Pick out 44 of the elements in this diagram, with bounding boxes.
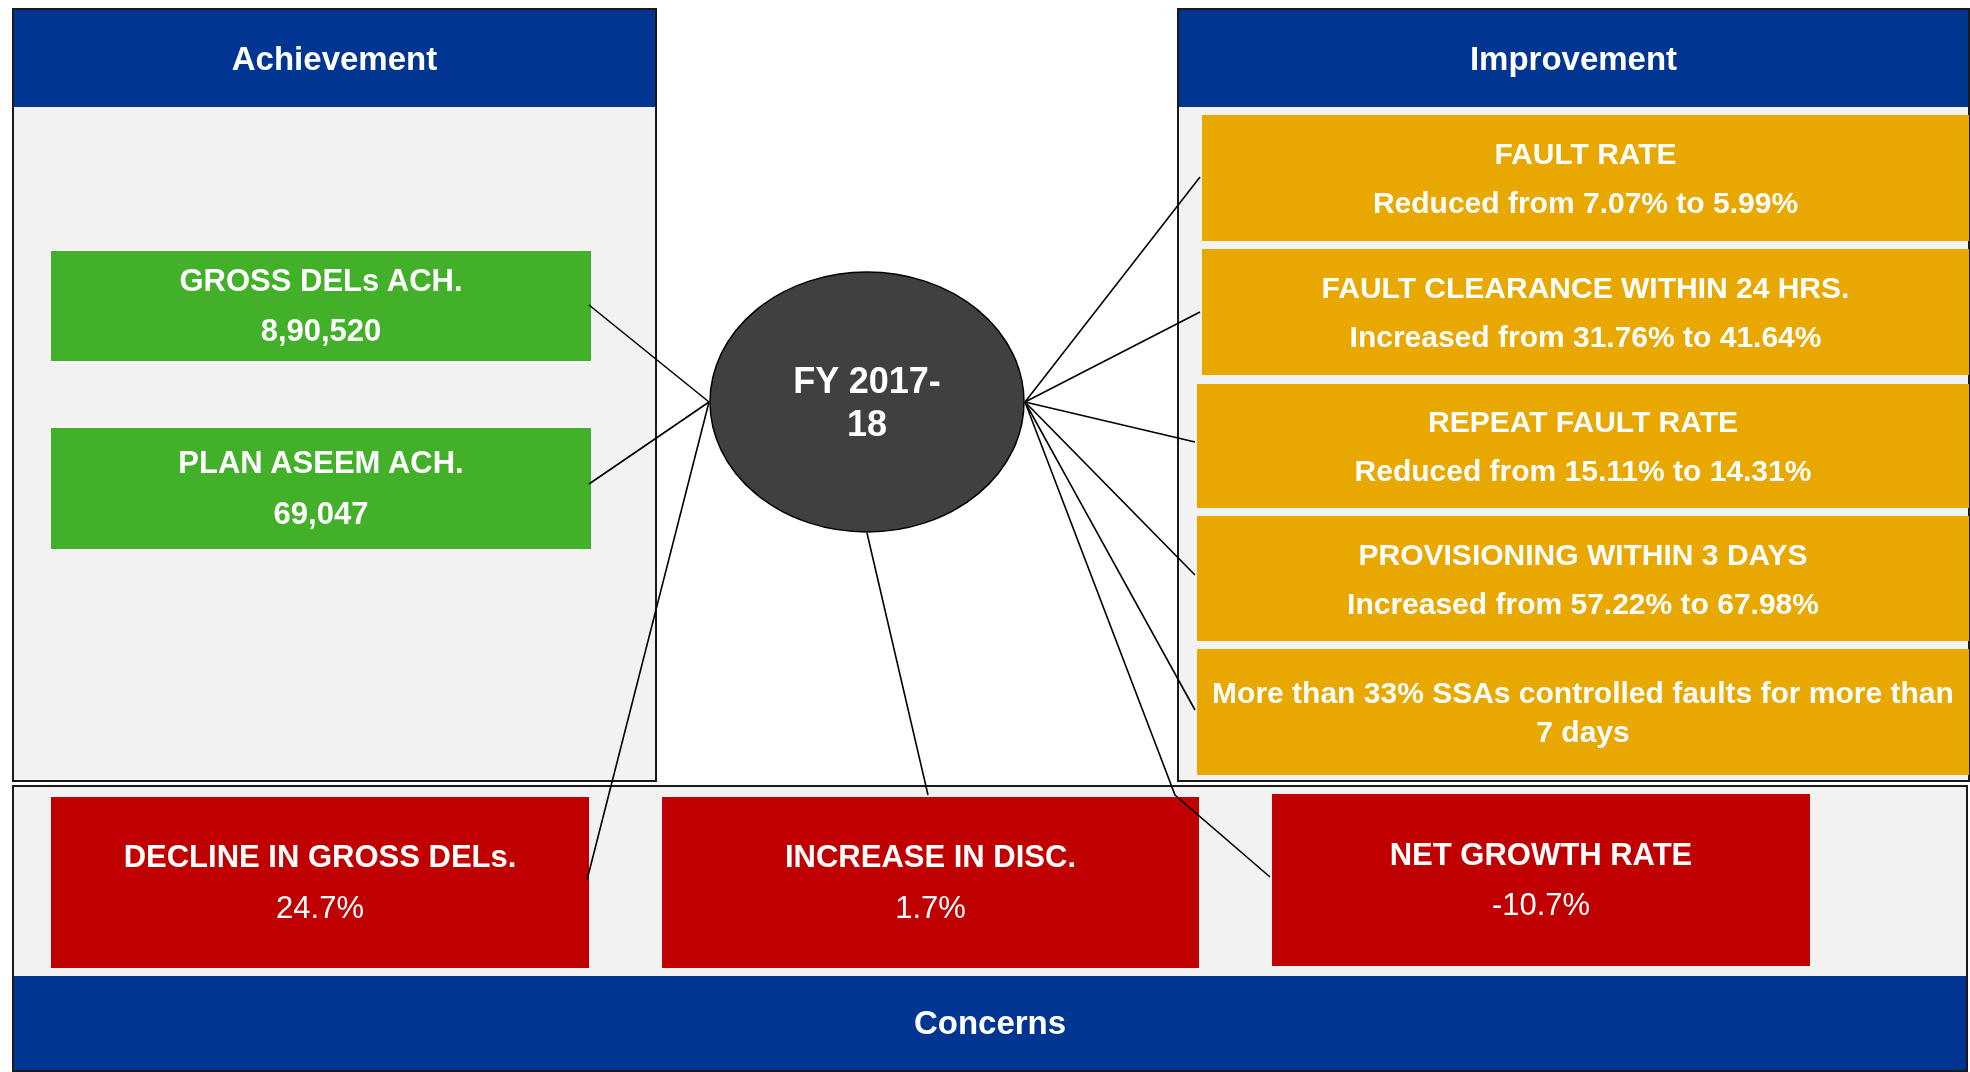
metric-value: 8,90,520 <box>260 312 382 350</box>
metric-card <box>1202 115 1969 241</box>
connector-line <box>588 304 710 403</box>
panel-heading: Achievement <box>14 10 655 107</box>
metric-card <box>51 428 591 549</box>
panel <box>12 785 1968 1072</box>
center-label: FY 2017-18 <box>792 358 942 446</box>
metric-card <box>1197 384 1969 508</box>
connector-line <box>588 401 710 485</box>
metric-value: 24.7% <box>276 888 364 927</box>
metric-title: PLAN ASEEM ACH. <box>178 444 464 483</box>
metric-title: GROSS DELs ACH. <box>179 261 463 300</box>
connector-line <box>1024 401 1196 576</box>
metric-value: Reduced from 15.11% to 14.31% <box>1354 453 1812 489</box>
metric-title: INCREASE IN DISC. <box>784 838 1077 877</box>
metric-title: NET GROWTH RATE <box>1389 835 1693 874</box>
metric-value: Increased from 31.76% to 41.64% <box>1349 319 1822 355</box>
metric-card <box>1197 516 1969 641</box>
metric-value: Reduced from 7.07% to 5.99% <box>1372 185 1799 221</box>
metric-value: Increased from 57.22% to 67.98% <box>1347 585 1819 622</box>
metric-card <box>1197 649 1969 775</box>
metric-card <box>662 797 1199 968</box>
metric-card <box>1202 249 1969 375</box>
metric-title: FAULT CLEARANCE WITHIN 24 HRS. <box>1321 270 1850 306</box>
metric-title: DECLINE IN GROSS DELs. <box>123 838 517 877</box>
connector-line <box>586 401 710 881</box>
panel <box>12 8 657 782</box>
metric-card <box>51 251 591 361</box>
connector-line <box>1024 401 1196 443</box>
metric-card <box>51 797 589 968</box>
panel-heading: Improvement <box>1179 10 1968 107</box>
metric-value: 69,047 <box>273 494 369 533</box>
metric-title: More than 33% SSAs controlled faults for more than 7 days <box>1211 675 1955 750</box>
connector-line <box>1024 176 1201 403</box>
panel-heading: Concerns <box>14 976 1966 1070</box>
panel <box>1177 8 1970 782</box>
connector-line <box>866 532 929 796</box>
metric-title: REPEAT FAULT RATE <box>1428 404 1738 440</box>
metric-title: PROVISIONING WITHIN 3 DAYS <box>1358 536 1808 573</box>
connector-line <box>1024 311 1201 403</box>
metric-card <box>1272 794 1810 966</box>
metric-title: FAULT RATE <box>1494 136 1677 172</box>
metric-value: -10.7% <box>1491 886 1591 924</box>
metric-value: 1.7% <box>895 888 966 927</box>
